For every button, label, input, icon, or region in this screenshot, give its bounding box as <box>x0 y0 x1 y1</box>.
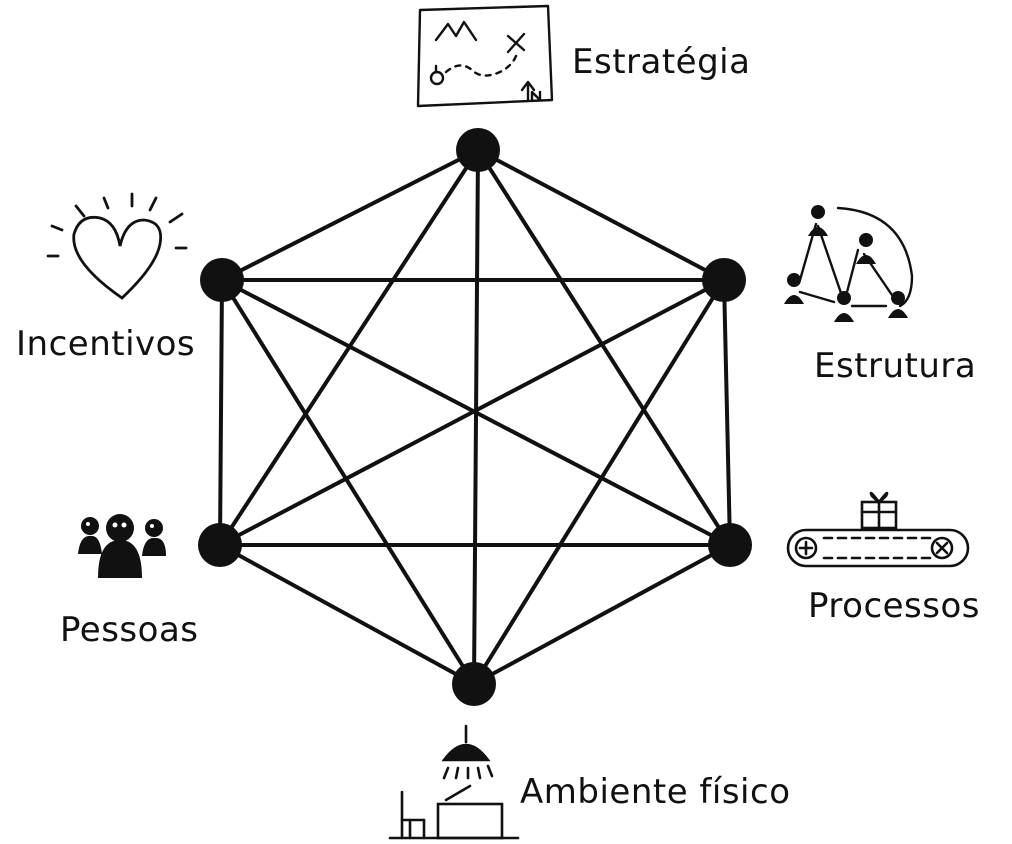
desk-lamp-chair-icon <box>388 724 520 840</box>
edge-estrutura-processos <box>722 278 732 547</box>
node-dot-pessoas <box>198 523 242 567</box>
node-dot-estrategia <box>456 128 500 172</box>
node-dot-ambiente <box>452 662 496 706</box>
node-dots <box>198 128 752 706</box>
node-dot-incentivos <box>200 258 244 302</box>
node-dot-processos <box>708 523 752 567</box>
node-label-estrutura: Estrutura <box>814 346 977 386</box>
edge-estrutura-ambiente <box>472 278 726 686</box>
edge-estrategia-ambiente <box>472 148 480 686</box>
edge-processos-incentivos <box>220 278 732 547</box>
edge-estrategia-incentivos <box>220 148 480 282</box>
edge-ambiente-incentivos <box>220 278 476 686</box>
node-label-ambiente: Ambiente físico <box>520 772 791 812</box>
edge-pessoas-incentivos <box>218 278 224 547</box>
conveyor-belt-gift-icon <box>786 491 970 568</box>
edge-processos-ambiente <box>472 543 732 686</box>
node-label-pessoas: Pessoas <box>60 610 199 650</box>
group-of-people-icon <box>78 514 166 578</box>
edge-estrategia-processos <box>476 148 732 547</box>
node-dot-estrutura <box>702 258 746 302</box>
treasure-map-icon <box>416 4 554 108</box>
node-label-incentivos: Incentivos <box>16 324 196 364</box>
node-label-estrategia: Estratégia <box>572 42 751 82</box>
node-label-processos: Processos <box>808 586 980 626</box>
org-chart-people-icon <box>784 205 914 322</box>
edge-ambiente-pessoas <box>218 543 476 686</box>
edge-estrategia-estrutura <box>476 148 726 282</box>
heart-icon <box>46 192 188 300</box>
connection-lines <box>218 148 732 686</box>
